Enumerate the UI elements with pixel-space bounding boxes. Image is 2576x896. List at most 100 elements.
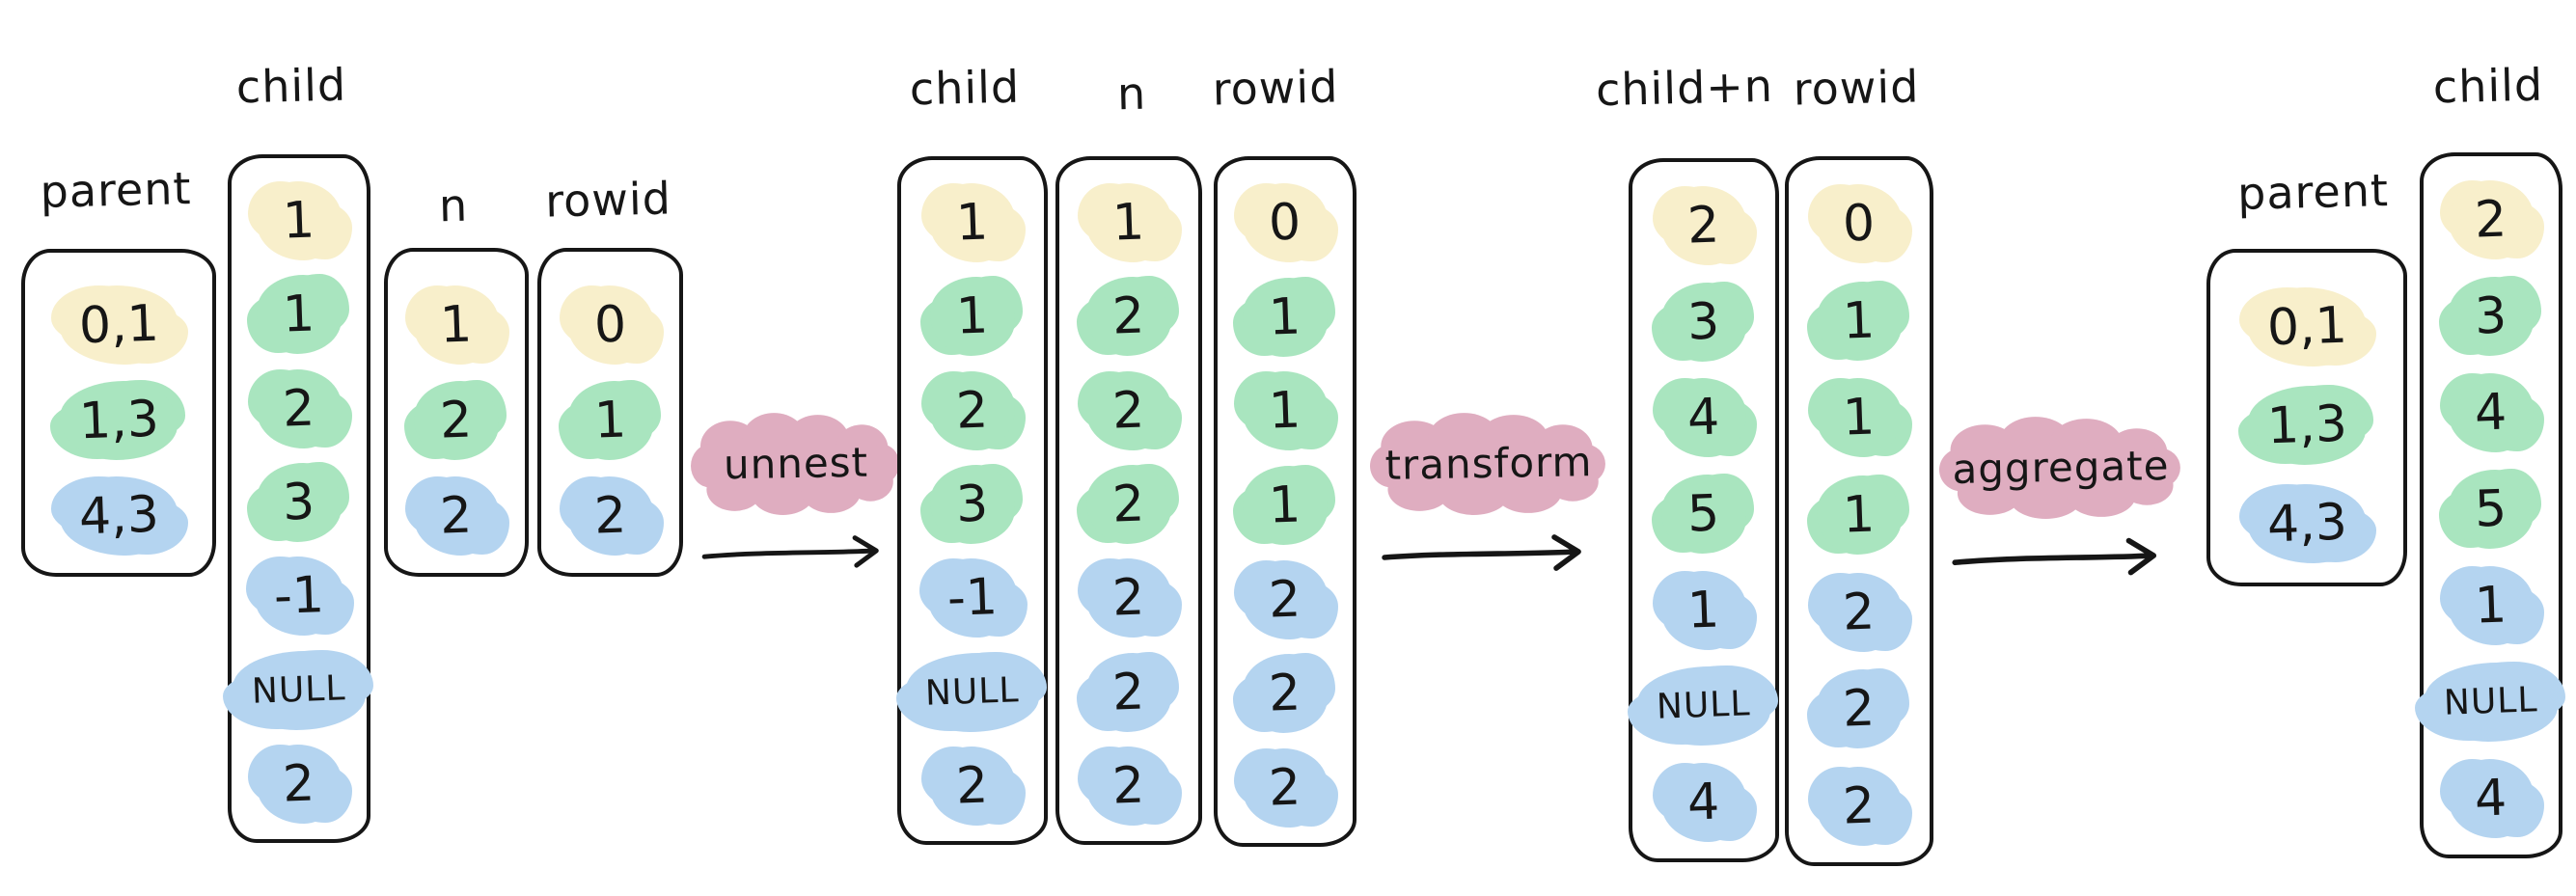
cell-value: -1 xyxy=(946,568,999,629)
cell-highlight: 4 xyxy=(1661,378,1746,458)
cell-value: 2 xyxy=(1842,583,1877,642)
cell-highlight: 2 xyxy=(1086,370,1171,450)
cell-value: 3 xyxy=(1686,292,1721,352)
cell-highlight: 2 xyxy=(1086,747,1171,827)
operation-label: unnest xyxy=(723,438,869,488)
cell-value: 2 xyxy=(1111,475,1146,534)
cell-highlight: 3 xyxy=(2449,277,2534,356)
cell-highlight: 5 xyxy=(2449,470,2534,549)
cell-value: 0 xyxy=(1268,193,1302,253)
table-cell: 2 xyxy=(1059,552,1198,645)
table-cell: 4 xyxy=(1632,369,1775,466)
arrow-right-icon xyxy=(1382,534,1582,571)
table-cell: 2 xyxy=(1789,757,1930,855)
stage4-parent-label: parent xyxy=(2236,164,2390,220)
cell-value: 2 xyxy=(1111,380,1146,441)
stage1-parent-label: parent xyxy=(39,162,193,218)
cell-highlight: 0 xyxy=(1243,182,1328,262)
table-cell: 0 xyxy=(1218,176,1353,270)
cell-highlight: 0,1 xyxy=(59,285,178,366)
cell-highlight: 4,3 xyxy=(59,475,178,556)
table-cell: 2 xyxy=(1218,741,1353,835)
cell-highlight: NULL xyxy=(1637,666,1770,747)
cell-value: 4 xyxy=(1686,388,1721,448)
cell-highlight: -1 xyxy=(928,558,1017,638)
table-cell: 2 xyxy=(1059,364,1198,457)
cell-value: 2 xyxy=(1842,776,1877,836)
cell-highlight: 1 xyxy=(1243,277,1328,357)
cell-highlight: 2 xyxy=(257,368,342,448)
table-cell: 2 xyxy=(1059,457,1198,551)
table-cell: 2 xyxy=(1632,177,1775,274)
table-cell: 1 xyxy=(1218,270,1353,365)
cell-highlight: 1,3 xyxy=(2247,386,2367,465)
cell-highlight: 1 xyxy=(257,275,342,355)
cell-highlight: 4 xyxy=(2449,373,2534,452)
cell-value: 5 xyxy=(1686,484,1721,544)
table-cell: NULL xyxy=(1632,659,1775,755)
cell-value: 1 xyxy=(439,294,474,355)
cell-value: 1,3 xyxy=(77,390,160,451)
table-cell: -1 xyxy=(901,552,1044,645)
table-cell: 0,1 xyxy=(2210,278,2403,376)
table-cell: 2 xyxy=(901,364,1044,457)
cell-value: 2 xyxy=(1268,664,1302,724)
stage2-child-column: 1 1 2 3 -1 xyxy=(897,156,1048,845)
table-cell: 2 xyxy=(1059,645,1198,739)
table-cell: 2 xyxy=(1059,269,1198,363)
cell-value: 4,3 xyxy=(77,485,160,547)
table-cell: 0 xyxy=(1789,176,1930,273)
table-cell: 1 xyxy=(232,174,367,267)
table-cell: 2 xyxy=(388,372,525,468)
cell-value: 1 xyxy=(282,191,316,251)
cell-value: 2 xyxy=(1842,679,1877,739)
cell-highlight: 1 xyxy=(930,277,1015,357)
cell-highlight: NULL xyxy=(2425,663,2558,742)
cell-highlight: 0,1 xyxy=(2247,287,2367,367)
cell-highlight: NULL xyxy=(233,650,366,730)
table-cell: 2 xyxy=(1789,563,1930,661)
table-cell: 0,1 xyxy=(25,278,212,373)
table-cell: 2 xyxy=(1059,740,1198,833)
cell-value: 2 xyxy=(2474,190,2508,250)
cell-highlight: 1 xyxy=(1817,475,1902,556)
cell-value: 1 xyxy=(1268,287,1302,347)
table-cell: -1 xyxy=(232,550,367,643)
cell-value: 2 xyxy=(439,390,474,450)
table-cell: 1 xyxy=(1218,364,1353,458)
table-cell: 2 xyxy=(1218,553,1353,647)
cell-value: 2 xyxy=(1268,570,1302,630)
stage4-child-label: child xyxy=(2432,58,2544,114)
stage4-child-column: 2 3 4 5 1 xyxy=(2420,152,2562,858)
transform-cloud: transform xyxy=(1370,409,1607,517)
stage2-n-column: 1 2 2 2 2 xyxy=(1055,156,1202,845)
table-cell: 2 xyxy=(901,740,1044,833)
stage2-rowid-label: rowid xyxy=(1212,60,1339,116)
table-cell: 5 xyxy=(1632,466,1775,562)
cell-value: 1 xyxy=(1268,381,1302,441)
table-cell: 3 xyxy=(1632,274,1775,370)
cell-highlight: 2 xyxy=(1817,766,1902,846)
table-cell: 1 xyxy=(1789,273,1930,370)
operation-label: aggregate xyxy=(1952,441,2170,493)
stage3-childn-label: child+n xyxy=(1595,59,1774,117)
stage3-rowid-column: 0 1 1 1 2 xyxy=(1785,156,1933,866)
cell-highlight: 2 xyxy=(930,747,1015,827)
operation-transform: transform xyxy=(1370,409,1607,577)
cell-value: 1 xyxy=(1111,193,1146,253)
cell-value: NULL xyxy=(924,670,1021,714)
stage3-childn-column: 2 3 4 5 1 xyxy=(1629,158,1779,862)
cell-highlight: NULL xyxy=(906,652,1039,732)
arrow-right-icon xyxy=(701,535,879,568)
operation-unnest: unnest xyxy=(691,409,901,577)
cell-highlight: 2 xyxy=(1086,277,1171,357)
table-cell: 2 xyxy=(1218,647,1353,742)
cell-value: 3 xyxy=(282,473,316,532)
table-cell: 1 xyxy=(901,176,1044,269)
stage2-child-label: child xyxy=(909,60,1021,116)
cell-highlight: 2 xyxy=(257,745,342,825)
cell-value: 1 xyxy=(1842,388,1877,448)
table-cell: 3 xyxy=(232,455,367,549)
stage2-rowid-column: 0 1 1 1 2 xyxy=(1214,156,1357,847)
cell-highlight: 1 xyxy=(1661,570,1746,650)
